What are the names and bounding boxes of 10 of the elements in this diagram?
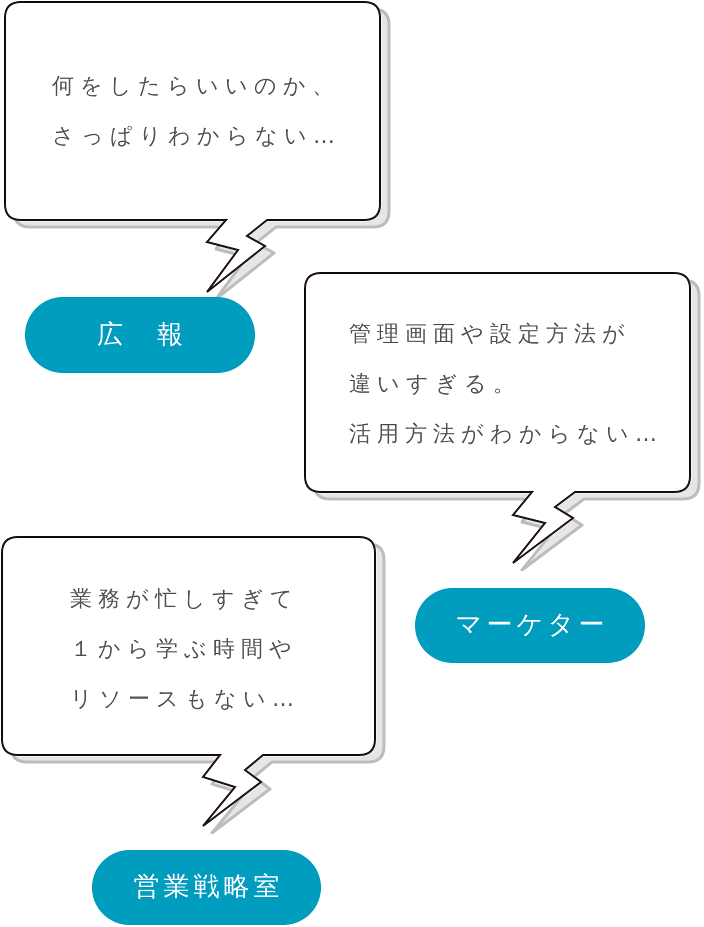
speech-bubble [0,534,388,834]
role-tag: 営業戦略室 [92,850,321,925]
role-tag: 広 報 [25,297,255,373]
bubble-text: 業務が忙しすぎて１から学ぶ時間やリソースもない… [70,586,301,714]
bubble-text: 活用方法がわからない… [349,421,663,449]
bubble-text: 何をしたらいいのか、さっぱりわからない… [52,73,342,151]
bubble-text: 管理画面や設定方法が違いすぎる。 [349,321,632,399]
role-tag: マーケター [415,588,645,663]
speech-bubble [302,270,703,571]
speech-bubble [2,0,393,300]
